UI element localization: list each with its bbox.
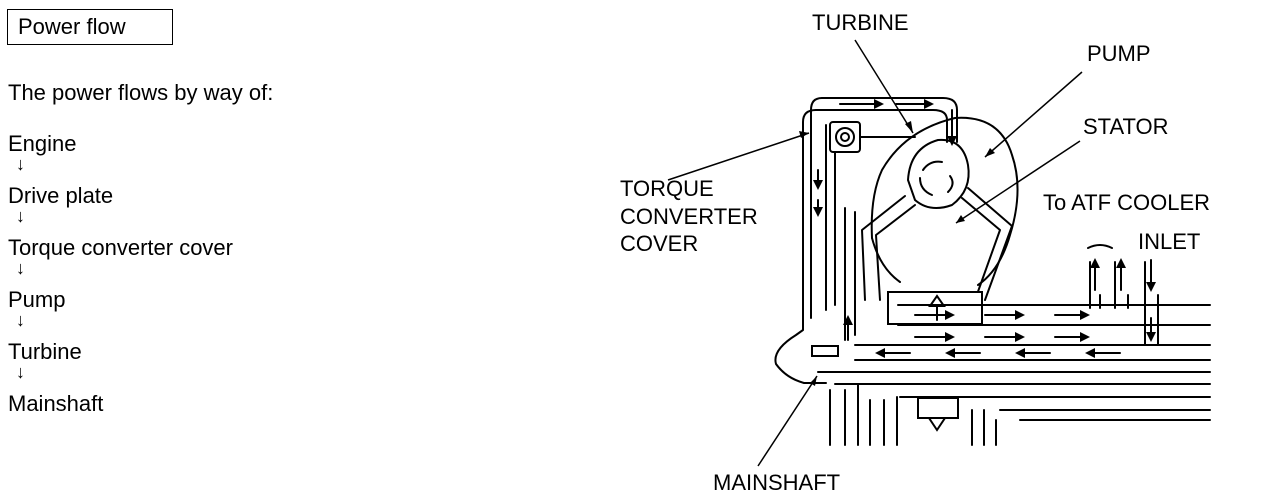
flow-step-label: Drive plate [8,183,114,208]
flow-step-label: Mainshaft [8,391,104,416]
flow-step-label: Torque converter cover [8,235,233,260]
label-torque-converter-cover-line1: TORQUE [620,176,714,201]
flow-step-label: Turbine [8,339,82,364]
down-arrow-icon: ↓ [16,310,25,330]
torque-converter-cover-shell [774,97,958,384]
label-stator: STATOR [1083,114,1169,139]
label-torque-converter-cover-line3: COVER [620,231,698,256]
label-turbine: TURBINE [812,10,909,35]
label-mainshaft: MAINSHAFT [713,470,840,495]
flow-step-label: Engine [8,131,77,156]
flow-step-mainshaft: Mainshaft [8,391,233,443]
flow-step-label: Pump [8,287,66,312]
leader-lines [667,39,1083,467]
fluid-flow-arrows [813,99,1156,358]
flow-step-pump: Pump ↓ [8,287,233,339]
power-flow-list: Engine ↓ Drive plate ↓ Torque converter … [8,131,233,443]
section-title: Power flow [18,14,126,39]
down-arrow-icon: ↓ [16,362,25,382]
label-pump: PUMP [1087,41,1151,66]
flow-step-turbine: Turbine ↓ [8,339,233,391]
section-title-box: Power flow [7,9,173,45]
shaft-passages [811,244,1211,446]
down-arrow-icon: ↓ [16,206,25,226]
label-torque-converter-cover-line2: CONVERTER [620,204,758,229]
flow-step-torque-converter-cover: Torque converter cover ↓ [8,235,233,287]
label-inlet: INLET [1138,229,1200,254]
down-arrow-icon: ↓ [16,154,25,174]
intro-text: The power flows by way of: [8,80,274,105]
down-arrow-icon: ↓ [16,258,25,278]
label-atf-cooler: To ATF COOLER [1043,190,1210,215]
flow-step-drive-plate: Drive plate ↓ [8,183,233,235]
flow-step-engine: Engine ↓ [8,131,233,183]
